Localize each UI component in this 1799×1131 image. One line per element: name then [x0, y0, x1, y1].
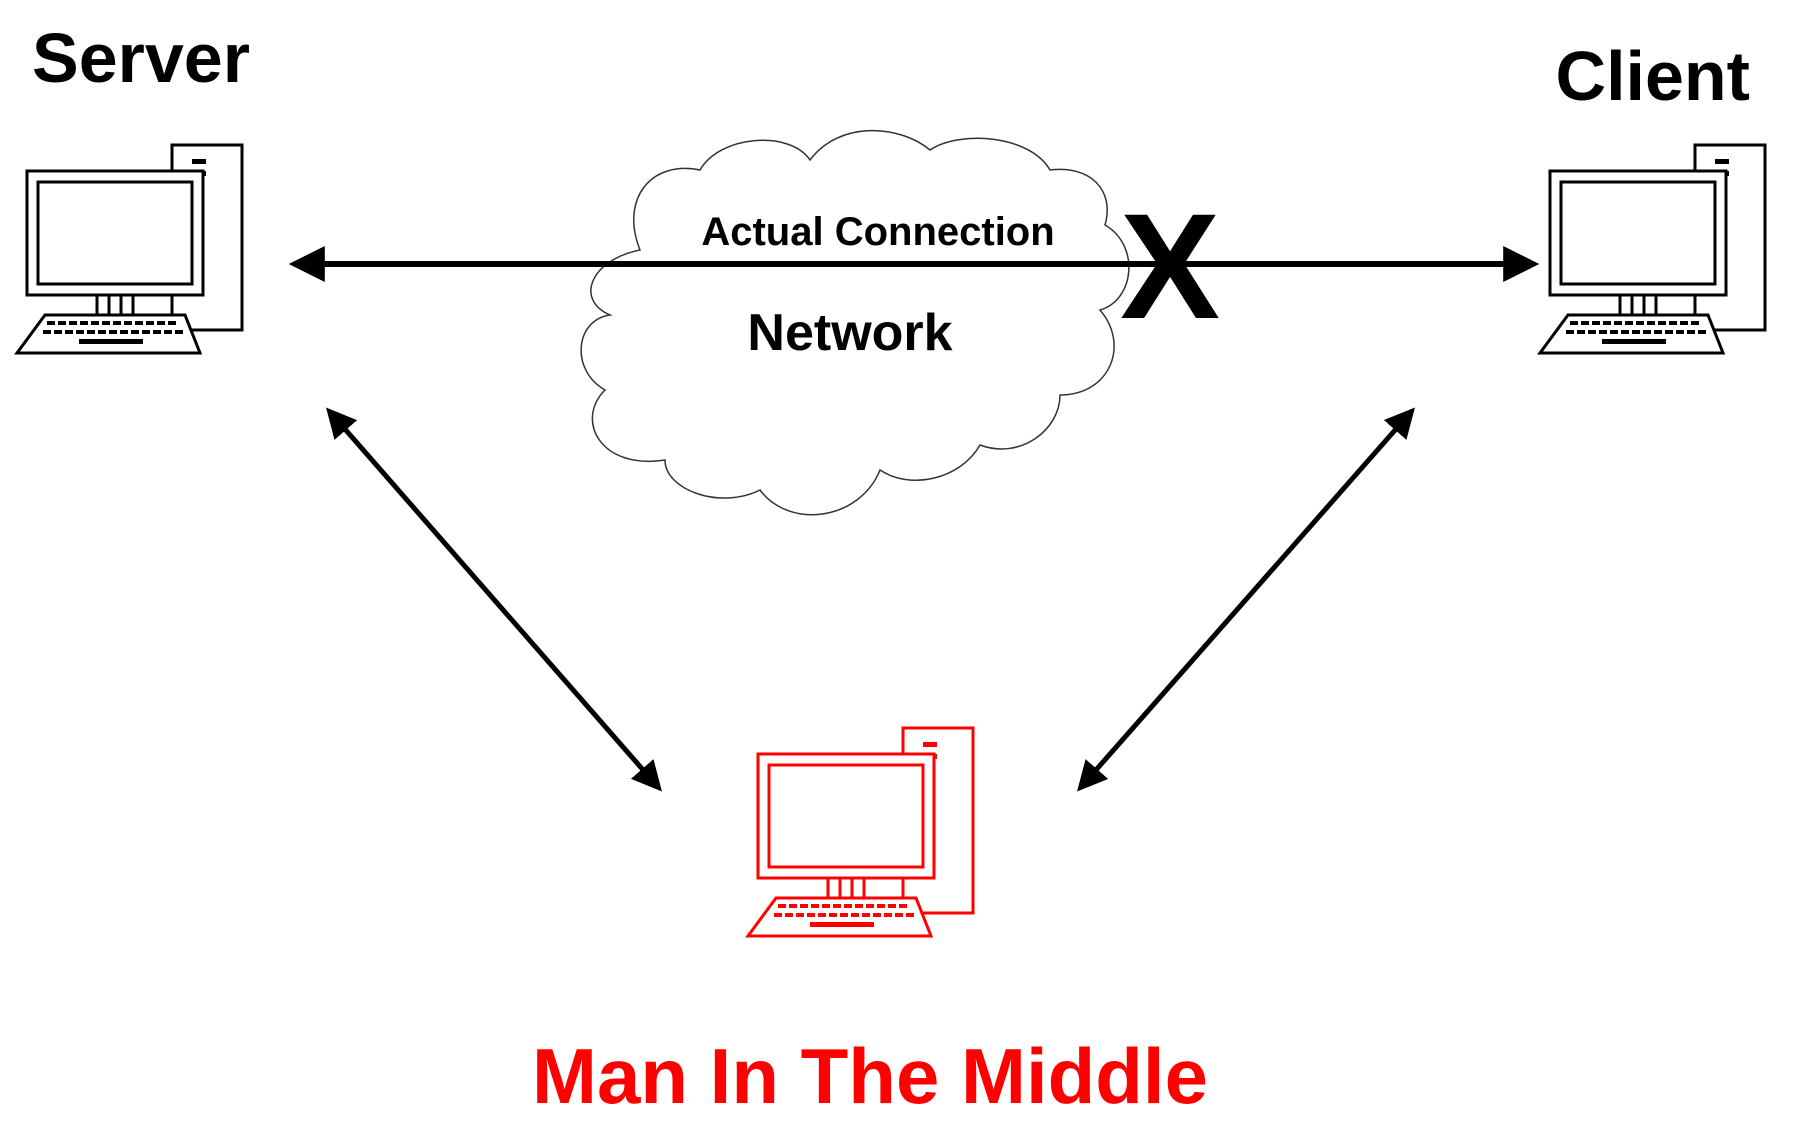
- server-to-attacker-arrow: [326, 407, 662, 792]
- connection-broken-mark: X: [1120, 182, 1220, 350]
- client-to-attacker-arrow: [1077, 407, 1415, 792]
- network-cloud: Network Actual Connection: [580, 129, 1130, 516]
- client-node: Client: [1538, 37, 1767, 355]
- server-node: Server: [15, 19, 250, 355]
- server-computer-icon: [15, 143, 244, 355]
- client-label: Client: [1556, 37, 1750, 115]
- attacker-computer-icon: [746, 726, 975, 938]
- attacker-node: Man In The Middle: [532, 726, 1208, 1120]
- server-label: Server: [32, 19, 250, 97]
- client-computer-icon: [1538, 143, 1767, 355]
- network-label: Network: [747, 304, 952, 362]
- connection-label: Actual Connection: [701, 210, 1054, 254]
- attacker-label: Man In The Middle: [532, 1032, 1208, 1120]
